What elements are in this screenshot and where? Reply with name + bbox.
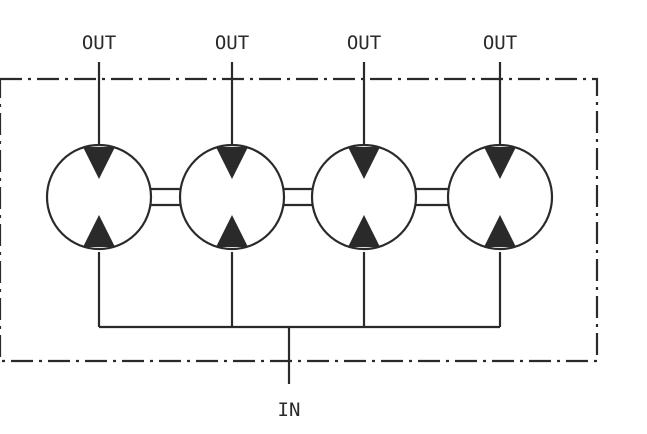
inlet-port-triangle <box>83 215 115 247</box>
shaft-coupling <box>151 187 180 207</box>
motor-circle <box>45 143 153 251</box>
motor-unit: OUT <box>446 32 554 251</box>
inlet-port-triangle <box>348 215 380 247</box>
inlet-port-triangle <box>216 215 248 247</box>
motor-unit: OUT <box>45 32 153 251</box>
motor-circle <box>310 143 418 251</box>
shaft-coupling <box>284 187 312 207</box>
motor-units: OUT OUT OUT OUT <box>45 32 554 251</box>
outlet-port-triangle <box>348 147 380 179</box>
outlet-port-triangle <box>484 147 516 179</box>
motor-circle <box>446 143 554 251</box>
motor-unit: OUT <box>178 32 286 251</box>
outlet-label: OUT <box>347 32 381 54</box>
inlet-manifold <box>97 252 502 384</box>
motor-circle <box>178 143 286 251</box>
outlet-port-triangle <box>216 147 248 179</box>
inlet-label: IN <box>278 399 301 421</box>
outlet-label: OUT <box>483 32 517 54</box>
assembly-boundary <box>0 77 599 363</box>
outlet-port-triangle <box>83 147 115 179</box>
motor-unit: OUT <box>310 32 418 251</box>
shaft-coupling <box>416 187 448 207</box>
inlet-port-triangle <box>484 215 516 247</box>
outlet-label: OUT <box>215 32 249 54</box>
outlet-label: OUT <box>82 32 116 54</box>
shaft-couplings <box>151 187 448 207</box>
